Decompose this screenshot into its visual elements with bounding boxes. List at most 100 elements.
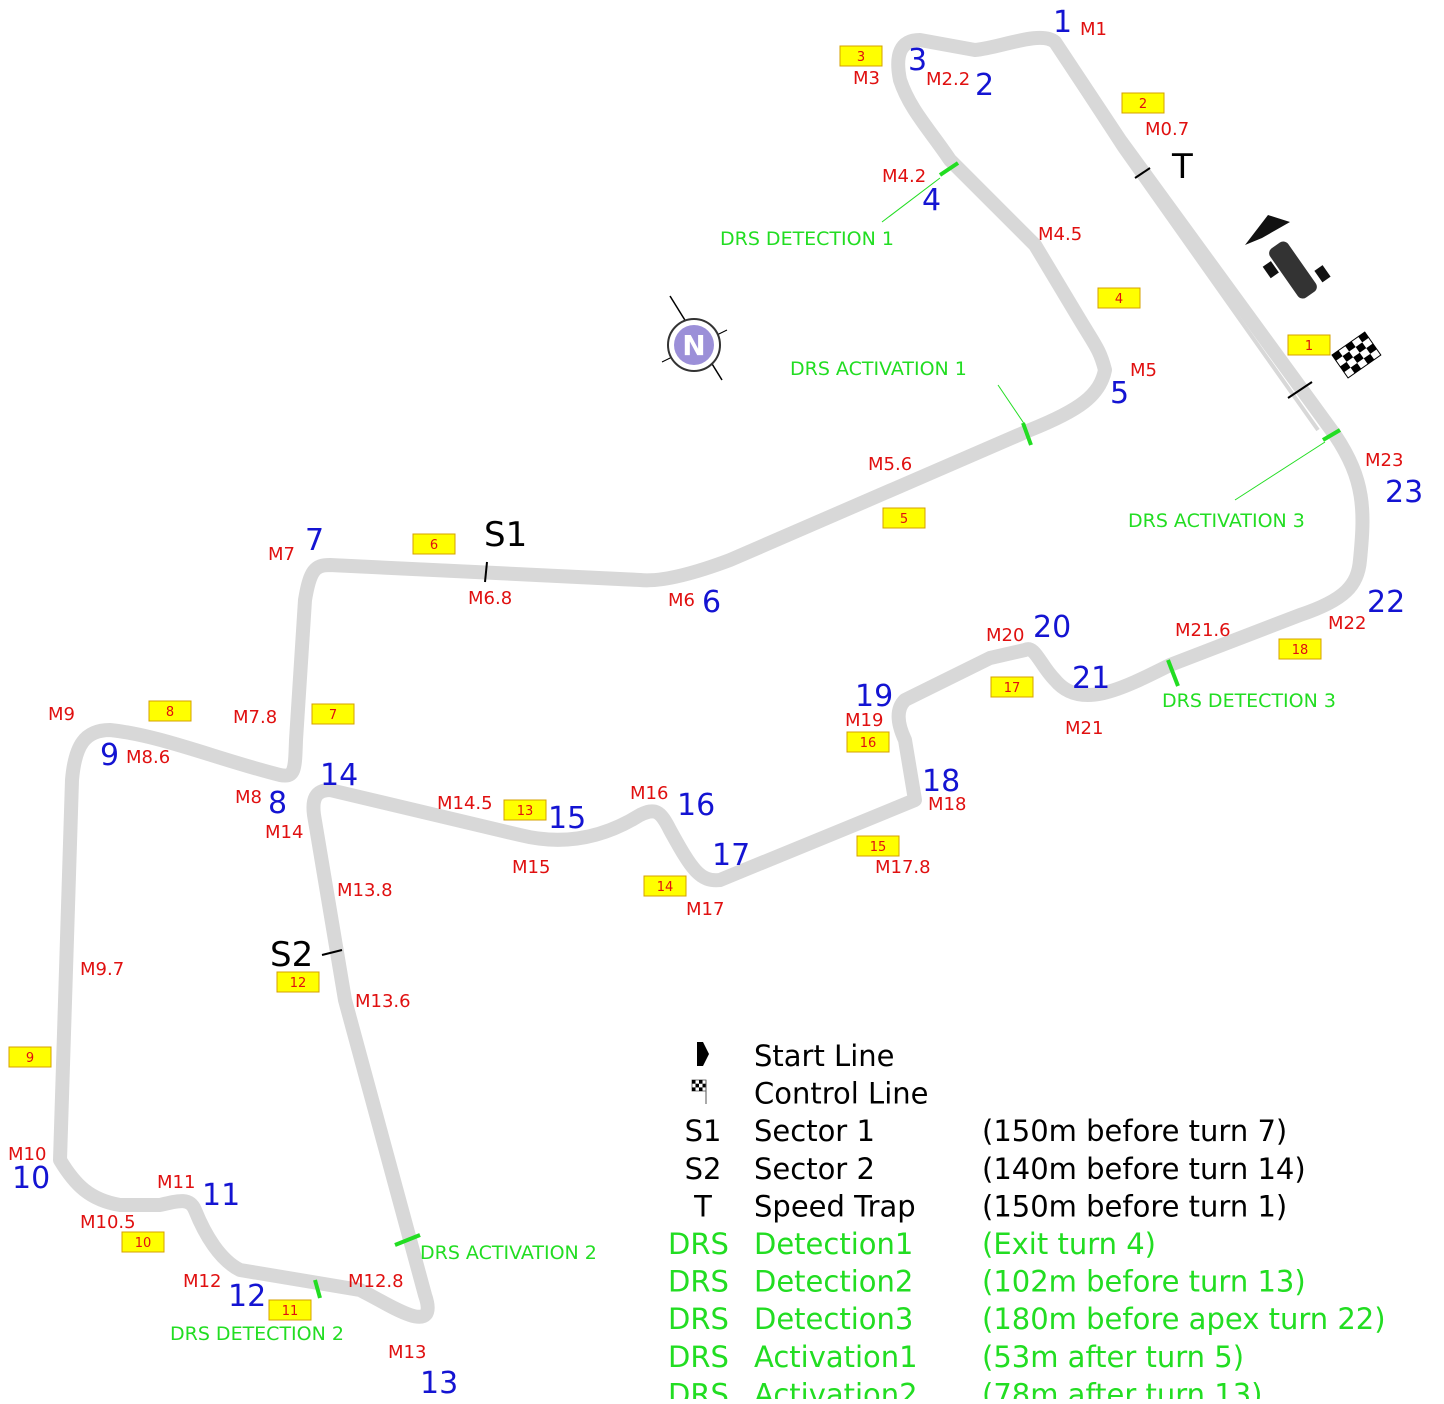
svg-text:12: 12 (290, 976, 307, 991)
marshal-post-12: 12 (276, 971, 320, 993)
legend-symbol: DRS (668, 1265, 729, 1299)
pit-lane (1058, 56, 1320, 432)
legend-symbol: S1 (685, 1114, 722, 1148)
marshal-post-13: 13 (503, 799, 547, 821)
svg-text:18: 18 (1292, 643, 1309, 658)
svg-text:M6: M6 (668, 590, 695, 611)
svg-text:M4.5: M4.5 (1038, 224, 1082, 245)
marshal-post-18: 18 (1278, 638, 1322, 660)
legend-name: Start Line (754, 1039, 895, 1073)
turn-7: 7 (305, 523, 324, 558)
drs-detection-3-label: DRS DETECTION 3 (1162, 690, 1336, 712)
distance-markers: M1 M0.7 M2.2 M3 M4.2 M4.5 M5 M5.6 M6 M6.… (8, 19, 1403, 1363)
legend-desc: (140m before turn 14) (982, 1152, 1306, 1186)
marshal-post-1: 1 (1287, 334, 1331, 356)
legend-symbol: DRS (668, 1377, 729, 1399)
legend-symbol: T (693, 1189, 712, 1223)
turn-4: 4 (922, 183, 941, 218)
svg-text:14: 14 (657, 880, 674, 895)
turn-3: 3 (908, 43, 927, 78)
turn-16: 16 (677, 788, 715, 823)
svg-text:9: 9 (26, 1051, 34, 1066)
svg-text:M9: M9 (48, 704, 75, 725)
turn-18: 18 (922, 764, 960, 799)
turn-17: 17 (712, 838, 750, 873)
marshal-post-2: 2 (1121, 92, 1165, 114)
marshal-post-6: 6 (412, 533, 456, 555)
svg-text:7: 7 (329, 708, 337, 723)
turn-1: 1 (1053, 5, 1072, 40)
turn-labels: 1 2 3 4 5 6 7 8 9 10 11 12 13 14 15 16 1… (12, 5, 1423, 1401)
marshal-post-11: 11 (268, 1299, 312, 1321)
legend-row: Control Line (754, 1077, 928, 1111)
svg-text:M5.6: M5.6 (868, 454, 912, 475)
svg-text:15: 15 (870, 840, 887, 855)
marshal-post-14: 14 (643, 875, 687, 897)
svg-text:5: 5 (900, 512, 908, 527)
legend-symbol: DRS (668, 1340, 729, 1374)
svg-text:M2.2: M2.2 (926, 69, 970, 90)
turn-8: 8 (268, 786, 287, 821)
turn-12: 12 (228, 1279, 266, 1314)
svg-text:M5: M5 (1130, 360, 1157, 381)
drs-activation-3-label: DRS ACTIVATION 3 (1128, 510, 1305, 532)
checkered-flag-icon (1331, 331, 1382, 379)
start-line-icon (697, 1042, 709, 1066)
speed-trap-label: T (1171, 147, 1193, 187)
svg-text:M13.8: M13.8 (337, 880, 393, 901)
turn-5: 5 (1110, 376, 1129, 411)
turn-9: 9 (100, 738, 119, 773)
drs-detection-2-label: DRS DETECTION 2 (170, 1323, 344, 1345)
turn-13: 13 (420, 1366, 458, 1399)
svg-text:M13: M13 (388, 1342, 426, 1363)
control-line-icon (691, 1079, 707, 1104)
legend-name: Sector 2 (754, 1152, 875, 1186)
svg-text:8: 8 (166, 705, 174, 720)
svg-text:M21.6: M21.6 (1175, 620, 1231, 641)
svg-text:M3: M3 (853, 68, 880, 89)
svg-text:M14.5: M14.5 (437, 793, 493, 814)
svg-text:M8: M8 (235, 787, 262, 808)
marshal-post-9: 9 (8, 1046, 52, 1068)
svg-text:M13.6: M13.6 (355, 991, 411, 1012)
svg-text:3: 3 (857, 50, 865, 65)
marshal-post-5: 5 (882, 507, 926, 529)
turn-10: 10 (12, 1161, 50, 1196)
drs-labels: DRS DETECTION 1 DRS ACTIVATION 1 DRS ACT… (170, 228, 1336, 1345)
marshal-post-15: 15 (856, 835, 900, 857)
turn-19: 19 (855, 679, 893, 714)
legend-symbol: S2 (685, 1152, 722, 1186)
svg-text:1: 1 (1305, 339, 1313, 354)
svg-text:M22: M22 (1328, 613, 1366, 634)
svg-text:13: 13 (517, 804, 534, 819)
turn-11: 11 (202, 1178, 240, 1213)
compass-icon: N (661, 295, 728, 381)
car-icon (1245, 215, 1331, 299)
sector1-line (484, 561, 488, 583)
marshal-post-16: 16 (846, 731, 890, 753)
marshal-post-3: 3 (839, 45, 883, 67)
svg-text:M17.8: M17.8 (875, 857, 931, 878)
svg-text:6: 6 (430, 538, 438, 553)
drs-lines (313, 161, 1342, 1299)
legend-name: Activation2 (754, 1377, 918, 1399)
svg-text:M18: M18 (928, 794, 966, 815)
legend-desc: (180m before apex turn 22) (982, 1302, 1386, 1336)
svg-text:M14: M14 (265, 822, 303, 843)
svg-text:M11: M11 (157, 1172, 195, 1193)
svg-text:M23: M23 (1365, 450, 1403, 471)
marshal-post-4: 4 (1097, 287, 1141, 309)
legend-symbol: DRS (668, 1227, 729, 1261)
drs-activation-1-label: DRS ACTIVATION 1 (790, 358, 967, 380)
svg-text:16: 16 (860, 736, 877, 751)
legend-name: Detection3 (754, 1302, 913, 1336)
marshal-post-7: 7 (311, 703, 355, 725)
